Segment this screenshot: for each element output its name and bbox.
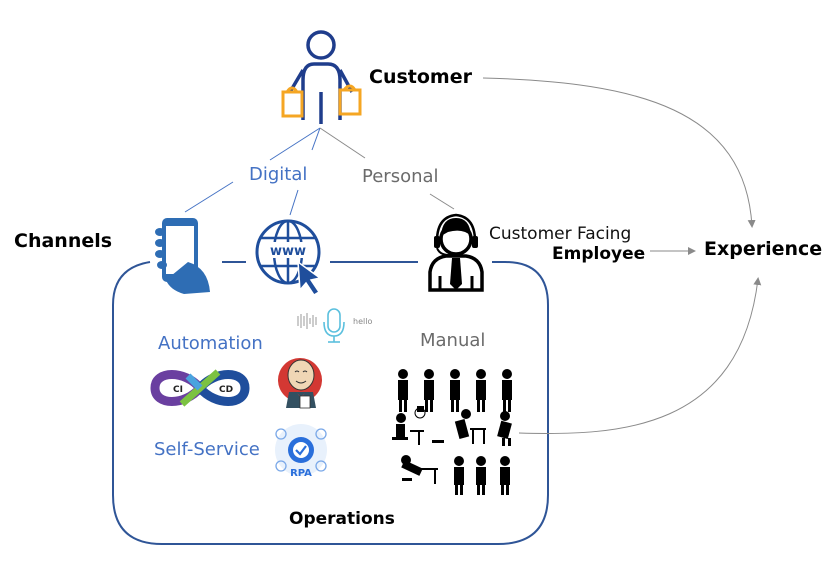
- connector-customer-digital: [269, 127, 321, 161]
- channels-label: Channels: [14, 230, 113, 252]
- worker-row-3: [401, 455, 510, 495]
- worker-row-1: [398, 369, 512, 412]
- jenkins-butler-icon: [278, 358, 322, 409]
- manual-label: Manual: [420, 330, 486, 351]
- customer-label: Customer: [369, 66, 472, 88]
- cd-text: CD: [219, 385, 233, 395]
- customer-facing-label: Customer Facing: [489, 224, 632, 244]
- www-text: www: [270, 244, 306, 259]
- ci-cd-pipeline-icon: CI CD: [150, 369, 250, 407]
- operations-label: Operations: [289, 509, 395, 529]
- connector-customer-digital-2: [311, 127, 321, 151]
- arrow-manual-experience: [518, 277, 762, 434]
- connector-customer-personal: [319, 127, 366, 159]
- automation-label: Automation: [158, 333, 263, 354]
- mobile-phone-icon: [155, 218, 210, 294]
- customer-service-headset-icon: [428, 213, 484, 292]
- personal-label: Personal: [362, 166, 439, 187]
- stressed-workers-icon: [392, 369, 512, 495]
- connector-personal-employee: [429, 193, 455, 210]
- customer-shopping-icon: [281, 30, 362, 124]
- rpa-text: RPA: [290, 468, 312, 479]
- ci-text: CI: [173, 385, 183, 395]
- connector-digital-web: [289, 189, 299, 216]
- digital-label: Digital: [249, 164, 308, 185]
- connector-digital-phone: [184, 181, 234, 213]
- voice-hello-text: hello: [353, 317, 372, 326]
- operations-container: [112, 261, 549, 545]
- self-service-label: Self-Service: [154, 439, 260, 460]
- arrow-customer-experience: [482, 77, 756, 228]
- voice-assistant-icon: hello: [297, 308, 372, 343]
- experience-label: Experience: [704, 238, 823, 260]
- www-globe-icon: www: [255, 219, 322, 297]
- rpa-robotic-automation-icon: RPA: [275, 424, 327, 479]
- employee-label: Employee: [552, 244, 646, 264]
- worker-row-2: [392, 407, 512, 446]
